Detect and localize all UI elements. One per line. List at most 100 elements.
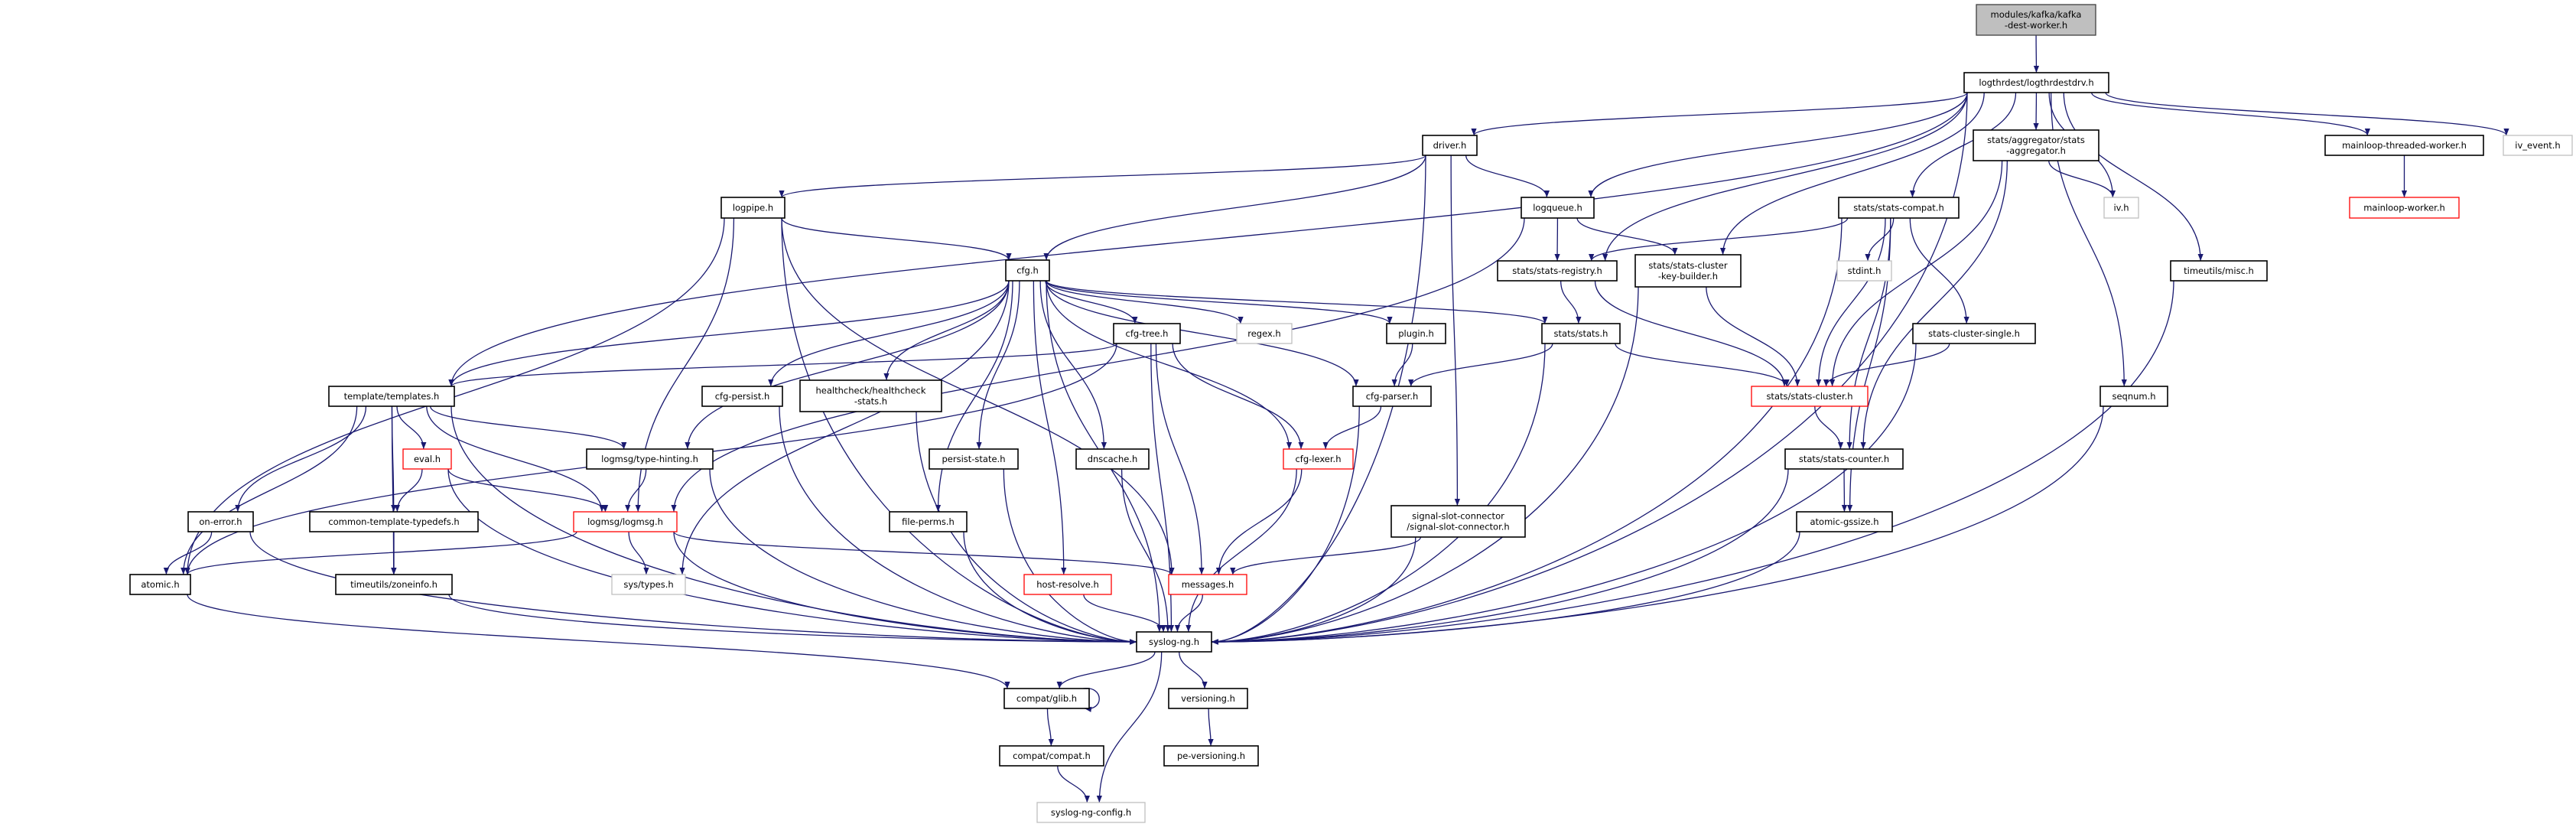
node-cfglexer[interactable]: cfg-lexer.h (1283, 448, 1354, 470)
node-label: template/templates.h (344, 391, 440, 402)
edge-cfgparser-to-cfglexer (1322, 405, 1382, 450)
node-label: iv_event.h (2515, 140, 2560, 151)
node-label: -dest-worker.h (2005, 20, 2067, 31)
edge-compat_stats-to-cluster (1816, 217, 1886, 387)
edge-stats-to-cluster (1615, 343, 1790, 387)
node-messages[interactable]: messages.h (1168, 574, 1247, 595)
node-box (2349, 197, 2460, 219)
node-driver[interactable]: driver.h (1422, 135, 1478, 156)
node-label: atomic-gssize.h (1810, 516, 1879, 527)
node-seqnum[interactable]: seqnum.h (2100, 386, 2168, 407)
edge-cfgpersist-to-syslogng (779, 405, 1137, 645)
node-box (611, 574, 686, 595)
node-plugin[interactable]: plugin.h (1386, 323, 1446, 344)
edge-keybuilder-to-syslogng (1211, 286, 1639, 645)
node-label: regex.h (1247, 328, 1280, 339)
node-label: healthcheck/healthcheck (815, 386, 925, 396)
node-label: mainloop-worker.h (2363, 203, 2445, 213)
node-iv_event: iv_event.h (2503, 135, 2573, 156)
node-label: pe-versioning.h (1177, 750, 1245, 761)
edge-ssc-to-syslogng (1211, 536, 1416, 645)
node-mlw[interactable]: mainloop-worker.h (2349, 197, 2460, 219)
node-gssize[interactable]: atomic-gssize.h (1796, 511, 1893, 532)
node-compat[interactable]: compat/compat.h (999, 745, 1104, 767)
node-typehint[interactable]: logmsg/type-hinting.h (586, 448, 714, 470)
node-keybuilder[interactable]: stats/stats-cluster-key-builder.h (1634, 254, 1742, 288)
node-templates[interactable]: template/templates.h (328, 386, 455, 407)
node-health[interactable]: healthcheck/healthcheck-stats.h (799, 379, 942, 412)
node-box (1168, 688, 1248, 709)
node-peversioning[interactable]: pe-versioning.h (1163, 745, 1259, 767)
edges-layer (163, 34, 2509, 803)
node-box (2503, 135, 2573, 156)
edge-syslogng-to-config (1096, 651, 1163, 803)
node-mltw[interactable]: mainloop-threaded-worker.h (2324, 135, 2484, 156)
node-label: stats/stats-cluster (1648, 260, 1728, 271)
node-box (187, 511, 254, 532)
node-box (1796, 511, 1893, 532)
node-logthrdestdrv[interactable]: logthrdest/logthrdestdrv.h (1963, 72, 2109, 93)
node-label: common-template-typedefs.h (328, 516, 459, 527)
edge-glib-to-compat (1046, 708, 1054, 747)
node-ctt[interactable]: common-template-typedefs.h (309, 511, 479, 532)
node-box (1352, 386, 1432, 407)
edge-cfg-to-stats (1046, 280, 1548, 324)
node-counter[interactable]: stats/stats-counter.h (1784, 448, 1904, 470)
node-cfgparser[interactable]: cfg-parser.h (1352, 386, 1432, 407)
node-cfgtree[interactable]: cfg-tree.h (1113, 323, 1181, 344)
node-systypes: sys/types.h (611, 574, 686, 595)
node-registry[interactable]: stats/stats-registry.h (1497, 260, 1618, 282)
node-label: -aggregator.h (2006, 145, 2066, 156)
node-fileperms[interactable]: file-perms.h (889, 511, 968, 532)
node-cfgpersist[interactable]: cfg-persist.h (701, 386, 783, 407)
edge-logmsg-to-syslogng (673, 531, 1137, 645)
node-box (2324, 135, 2484, 156)
node-zoneinfo[interactable]: timeutils/zoneinfo.h (335, 574, 453, 595)
node-onerror[interactable]: on-error.h (187, 511, 254, 532)
node-box (328, 386, 455, 407)
edge-ssc-to-messages (1230, 536, 1422, 575)
edge-syslogng-to-versioning (1179, 651, 1208, 689)
node-ssc[interactable]: signal-slot-connector/signal-slot-connec… (1390, 505, 1526, 538)
edge-single-to-syslogng (1211, 343, 1917, 645)
node-label: host-resolve.h (1036, 579, 1099, 590)
node-label: stats/stats.h (1554, 328, 1608, 339)
edge-messages-to-syslogng (1174, 594, 1204, 633)
node-cfg[interactable]: cfg.h (1005, 259, 1050, 282)
node-regex: regex.h (1236, 323, 1293, 344)
edge-templates-to-typehint (429, 405, 627, 450)
node-label: stats/aggregator/stats (1987, 135, 2085, 145)
edge-compat_stats-to-registry (1589, 217, 1849, 262)
node-single[interactable]: stats-cluster-single.h (1912, 323, 2036, 344)
node-dnscache[interactable]: dnscache.h (1075, 448, 1150, 470)
edge-stats-to-cfgparser (1408, 343, 1553, 387)
node-box (889, 511, 968, 532)
node-compat_stats[interactable]: stats/stats-compat.h (1838, 197, 1960, 219)
node-box (2170, 260, 2268, 282)
node-aggregator[interactable]: stats/aggregator/stats-aggregator.h (1973, 129, 2100, 161)
node-misc[interactable]: timeutils/misc.h (2170, 260, 2268, 282)
node-stats[interactable]: stats/stats.h (1541, 323, 1621, 344)
edge-logthrdestdrv-to-keybuilder (1719, 92, 1985, 256)
edge-logmsg-to-systypes (628, 531, 649, 575)
node-label: atomic.h (141, 579, 179, 590)
node-atomic[interactable]: atomic.h (129, 574, 191, 595)
edge-cfg-to-dnscache (1039, 280, 1107, 450)
node-versioning[interactable]: versioning.h (1168, 688, 1248, 709)
node-label: versioning.h (1181, 693, 1235, 704)
node-logmsg[interactable]: logmsg/logmsg.h (573, 511, 678, 532)
edge-counter-to-syslogng (1211, 468, 1789, 645)
node-logqueue[interactable]: logqueue.h (1521, 197, 1595, 219)
edge-templates-to-logmsg (426, 405, 605, 513)
node-logpipe[interactable]: logpipe.h (720, 197, 785, 219)
node-glib[interactable]: compat/glib.h (1003, 688, 1090, 709)
node-persiststate[interactable]: persist-state.h (929, 448, 1019, 470)
node-cluster[interactable]: stats/stats-cluster.h (1751, 386, 1869, 407)
node-box (2100, 386, 2168, 407)
node-syslogng[interactable]: syslog-ng.h (1136, 631, 1212, 653)
node-hostresolve[interactable]: host-resolve.h (1023, 574, 1112, 595)
edge-logthrdestdrv-to-registry (1602, 92, 1968, 262)
node-label: driver.h (1433, 140, 1467, 151)
node-eval[interactable]: eval.h (402, 448, 452, 470)
node-label: /signal-slot-connector.h (1407, 522, 1509, 532)
